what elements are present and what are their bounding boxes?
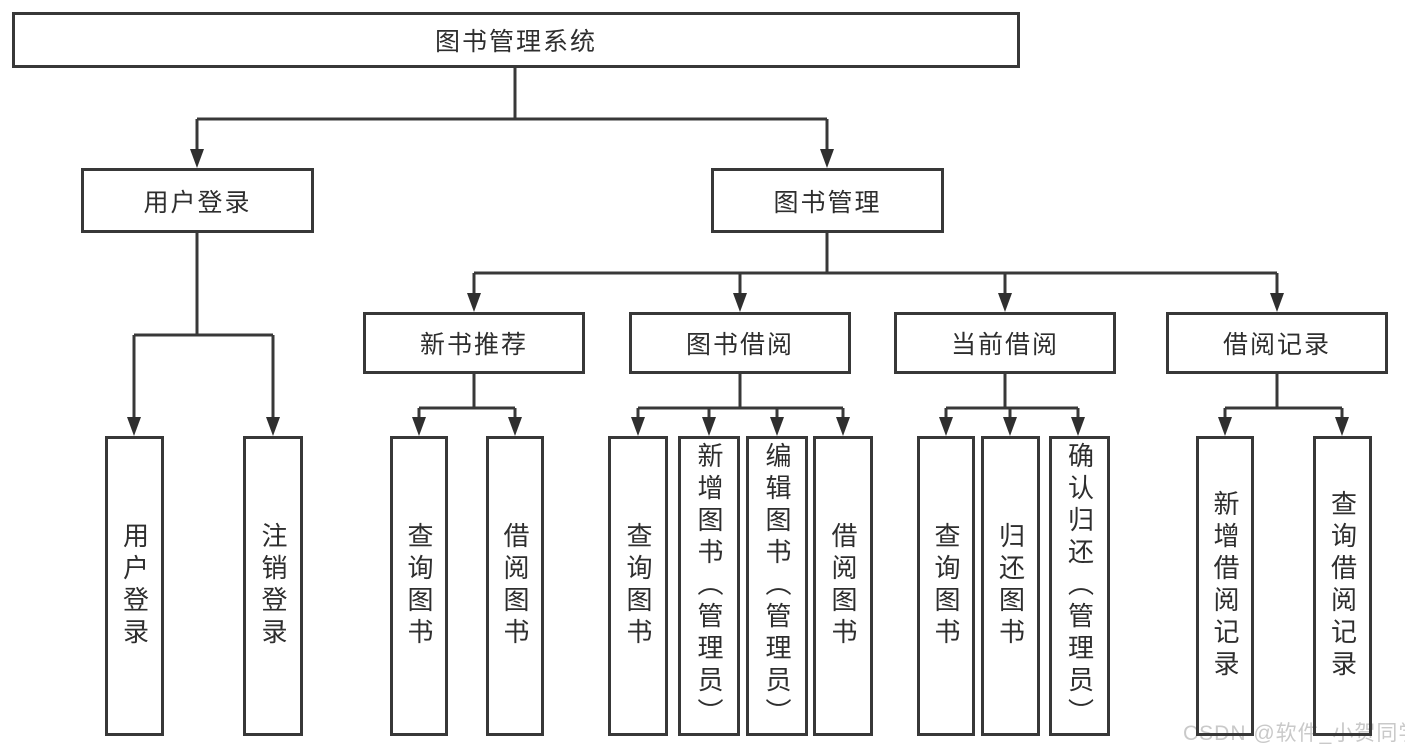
leaf-user-login: 用户登录 <box>105 436 164 736</box>
leaf-edit-books-admin: 编辑图书（管理员） <box>746 436 808 736</box>
node-current-borrowing: 当前借阅 <box>894 312 1116 374</box>
node-book-borrowing: 图书借阅 <box>629 312 851 374</box>
leaf-add-borrow-record: 新增借阅记录 <box>1196 436 1254 736</box>
leaf-query-borrow-record: 查询借阅记录 <box>1313 436 1372 736</box>
node-book-management: 图书管理 <box>711 168 944 233</box>
leaf-query-books-borrowing: 查询图书 <box>608 436 668 736</box>
leaf-logout: 注销登录 <box>243 436 303 736</box>
leaf-query-books-recommend: 查询图书 <box>390 436 448 736</box>
node-borrowing-records: 借阅记录 <box>1166 312 1388 374</box>
leaf-add-books-admin: 新增图书（管理员） <box>678 436 740 736</box>
leaf-borrow-books-recommend: 借阅图书 <box>486 436 544 736</box>
node-new-book-recommendation: 新书推荐 <box>363 312 585 374</box>
csdn-watermark: CSDN @软件_小贺同学 <box>1183 722 1405 745</box>
leaf-borrow-books-borrowing: 借阅图书 <box>813 436 873 736</box>
leaf-return-books: 归还图书 <box>981 436 1040 736</box>
leaf-confirm-return-admin: 确认归还（管理员） <box>1049 436 1110 736</box>
node-user-login: 用户登录 <box>81 168 314 233</box>
leaf-query-books-current: 查询图书 <box>917 436 975 736</box>
node-library-management-system: 图书管理系统 <box>12 12 1020 68</box>
